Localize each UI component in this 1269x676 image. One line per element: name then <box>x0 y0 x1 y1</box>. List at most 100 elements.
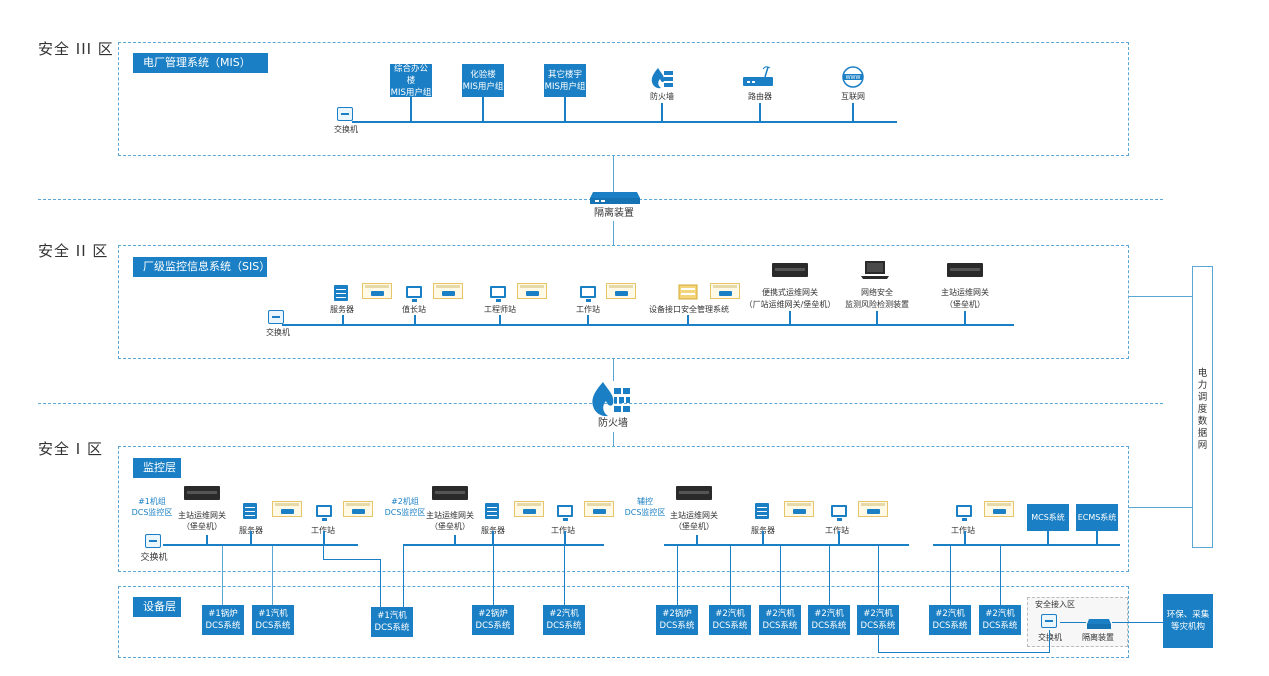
sis-director-label: 值长站 <box>402 305 426 314</box>
wire <box>323 531 325 544</box>
monitor-frame <box>118 446 1129 572</box>
sis-switch-label: 交换机 <box>266 328 290 337</box>
label-line-2: （厂站运维网关/堡垒机） <box>744 300 836 309</box>
switch-icon <box>145 534 161 548</box>
box-line-2: DCS系统 <box>932 621 968 631</box>
box-line-2: MIS用户组 <box>462 81 504 92</box>
wire <box>613 156 614 192</box>
wire <box>838 531 840 544</box>
wire <box>696 535 698 544</box>
wire <box>323 559 381 560</box>
unit2-label: #2机组 DCS监控区 <box>382 496 428 518</box>
wire <box>780 546 781 605</box>
wire <box>964 531 966 544</box>
unit1-bus <box>163 544 358 546</box>
wire <box>1047 531 1049 544</box>
wire <box>878 546 879 605</box>
char: 网 <box>1197 440 1208 451</box>
monitor-icon <box>956 505 972 521</box>
firewall-label: 防火墙 <box>598 418 628 429</box>
switch-icon <box>268 310 284 324</box>
wire <box>762 531 764 544</box>
safe-access-label: 安全接入区 <box>1035 600 1075 609</box>
unit1-label: #1机组 DCS监控区 <box>128 496 176 518</box>
wire <box>493 546 494 605</box>
sis-frame <box>118 245 1129 359</box>
mis-title: 电厂管理系统（MIS） <box>133 53 268 73</box>
box-line-1: #2汽机 <box>935 609 965 619</box>
zone-1-label: 安全 I 区 <box>38 440 103 458</box>
interface-security-icon <box>678 284 698 300</box>
wire <box>1129 296 1192 297</box>
box-line-1: #2汽机 <box>985 609 1015 619</box>
label-line-2: 监测风险检测装置 <box>845 300 909 309</box>
box-line-1: #2汽机 <box>549 609 579 619</box>
wire <box>414 315 416 324</box>
ops-gateway-icon <box>676 486 712 500</box>
box-line-1: #2汽机 <box>814 609 844 619</box>
mainstation-gateway-icon <box>947 263 983 277</box>
wire <box>564 546 565 605</box>
monitor-icon <box>406 286 422 302</box>
wire <box>323 546 324 560</box>
wire <box>687 315 689 324</box>
label-line-1: #2机组 <box>391 497 419 506</box>
wire <box>613 432 614 447</box>
wire <box>789 311 791 324</box>
zone-3-label: 安全 III 区 <box>38 40 114 58</box>
unit1-opsgw-label: 主站运维网关 （堡垒机） <box>172 510 232 532</box>
box-line-1: 化验楼 <box>470 69 496 80</box>
server-icon <box>485 503 499 519</box>
sis-netsec-label: 网络安全 监测风险检测装置 <box>838 287 916 311</box>
unit1-server-label: 服务器 <box>232 525 270 536</box>
ecms-box: ECMS系统 <box>1076 504 1118 531</box>
char: 度 <box>1197 404 1208 415</box>
box-line-2: DCS系统 <box>860 621 896 631</box>
label-line-2: （堡垒机） <box>430 522 470 531</box>
laptop-icon <box>861 261 889 279</box>
dispatch-network-panel <box>1192 266 1213 548</box>
sis-interface-label: 设备接口安全管理系统 <box>649 305 729 314</box>
wire <box>1096 531 1098 544</box>
monitor-icon <box>831 505 847 521</box>
aux-workstation-label: 工作站 <box>825 526 849 535</box>
unit2-opsgw-label: 主站运维网关 （堡垒机） <box>420 510 480 532</box>
label-line-1: 网络安全 <box>861 288 893 297</box>
isolation-device-icon <box>590 192 640 204</box>
char: 数 <box>1197 416 1208 427</box>
sis-mainstation-label: 主站运维网关 （堡垒机） <box>926 287 1004 311</box>
gateway-device-icon <box>606 283 636 299</box>
svg-text:WWW: WWW <box>846 75 861 81</box>
gateway-device-icon <box>433 283 463 299</box>
wire <box>829 546 830 605</box>
wire <box>403 546 404 607</box>
aux-bus <box>664 544 909 546</box>
gateway-device-icon <box>710 283 740 299</box>
wire <box>380 559 381 607</box>
box-line-2: MIS用户组 <box>390 87 432 98</box>
wire <box>1060 622 1086 623</box>
wire <box>878 635 879 653</box>
monitor-icon <box>580 286 596 302</box>
mis-frame <box>118 42 1129 156</box>
box-line-2: DCS系统 <box>762 621 798 631</box>
box-line-1: 环保、采集 <box>1166 610 1210 620</box>
right-bus <box>933 544 1120 546</box>
box-line-2: MIS用户组 <box>544 81 586 92</box>
mcs-box: MCS系统 <box>1027 504 1069 531</box>
char: 力 <box>1197 380 1208 391</box>
wire <box>730 546 731 605</box>
gateway-device-icon <box>514 501 544 517</box>
box-line-1: #2锅炉 <box>662 609 692 619</box>
gateway-device-icon <box>362 283 392 299</box>
wire <box>1049 630 1050 653</box>
server-icon <box>243 503 257 519</box>
sis-engineer-label: 工程师站 <box>484 305 516 314</box>
zone-2-label: 安全 II 区 <box>38 242 109 260</box>
box-line-1: #2汽机 <box>715 609 745 619</box>
device-box: #2汽机 DCS系统 <box>929 605 971 635</box>
